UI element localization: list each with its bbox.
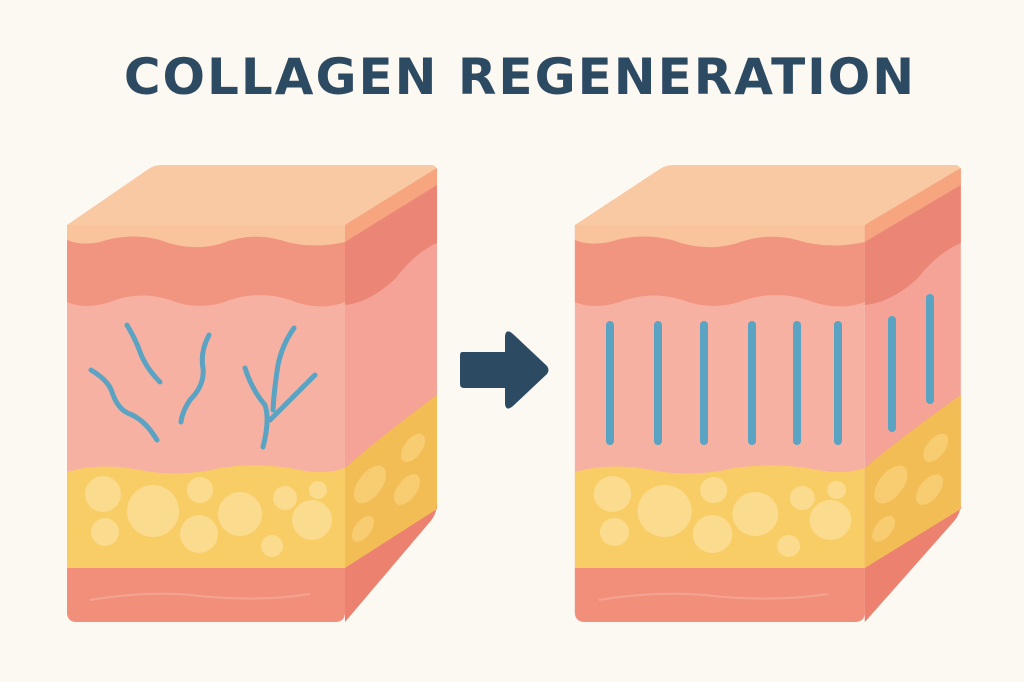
arrow-icon <box>460 331 549 409</box>
collagen-fiber <box>178 332 212 425</box>
damaged-collagen-fibers <box>88 322 318 450</box>
collagen-fiber <box>267 372 318 423</box>
skin-block-before <box>66 164 438 623</box>
page-title: COLLAGEN REGENERATION <box>123 48 917 106</box>
collagen-fiber <box>124 322 163 385</box>
skin-block-after <box>573 163 962 624</box>
collagen-fiber <box>242 365 270 450</box>
collagen-fiber <box>270 325 297 413</box>
collagen-fiber <box>88 367 160 443</box>
regenerated-collagen-fibers <box>606 294 934 445</box>
